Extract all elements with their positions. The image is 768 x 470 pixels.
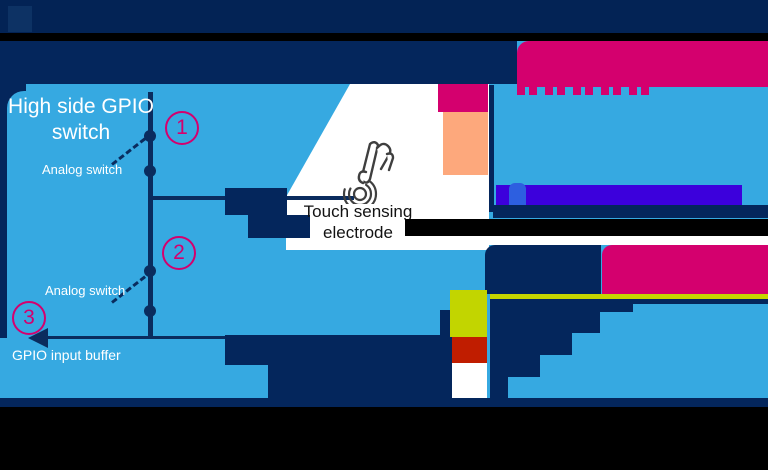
gpio-input-line (44, 336, 226, 339)
waveform-tooth (585, 87, 593, 95)
threshold-yellow-line (490, 294, 768, 299)
waveform-tooth (545, 87, 553, 95)
staircase-step (490, 299, 508, 398)
marker-1: 1 (165, 111, 199, 145)
waveform-blue-bump (509, 183, 526, 205)
step-block (248, 215, 310, 238)
switch-contact-dot (144, 130, 156, 142)
waveform-tooth (613, 87, 621, 95)
waveform-violet-band (496, 185, 742, 205)
touch-hand-icon (342, 141, 395, 204)
marker-2: 2 (162, 236, 196, 270)
analog-switch-label-top: Analog switch (42, 162, 123, 177)
top-navy-band (0, 41, 517, 84)
chart-white-strip (475, 236, 768, 245)
header-black-strip (0, 33, 768, 41)
switch-contact-dot (144, 265, 156, 277)
panel-title-line2: switch (51, 121, 111, 144)
waveform-magenta-segment (438, 83, 488, 112)
header-bar (0, 0, 768, 33)
threshold-red-bar (452, 337, 487, 363)
staircase-step (600, 299, 633, 312)
white-patch (452, 363, 487, 398)
waveform-orange-segment (443, 112, 488, 175)
staircase-step (633, 299, 768, 304)
vdd-magenta-band (517, 41, 768, 87)
waveform-tooth (557, 87, 565, 95)
chart-axis-horizontal (493, 205, 768, 218)
bottom-navy-block (225, 335, 268, 365)
analog-switch-label-bottom: Analog switch (45, 283, 126, 298)
electrode-label: Touch sensing electrode (288, 201, 428, 243)
switch-contact-dot (144, 305, 156, 317)
waveform-tooth (529, 87, 537, 95)
waveform-tooth (641, 87, 649, 95)
panel-title-line1: High side GPIO (8, 95, 154, 118)
curtain-magenta-block (602, 245, 768, 294)
gpio-box-left-border (0, 108, 7, 338)
chart-axis-vertical (489, 85, 494, 212)
bottom-navy-block (268, 335, 452, 400)
electrode-label-line1: Touch sensing (303, 202, 413, 221)
step-block (225, 188, 287, 215)
gpio-box-corner-inner (7, 91, 26, 110)
waveform-tooth (629, 87, 637, 95)
vertical-wire (148, 92, 153, 338)
gpio-input-buffer-label: GPIO input buffer (12, 347, 121, 363)
panel-title: High side GPIO switch (8, 94, 154, 146)
waveform-tooth (517, 87, 525, 95)
electrode-label-line2: electrode (323, 223, 393, 242)
switch-contact-dot (144, 165, 156, 177)
waveform-tooth (573, 87, 581, 95)
waveform-tooth (601, 87, 609, 95)
bottom-navy-strip (0, 398, 768, 407)
staircase-step (540, 299, 572, 355)
bottom-navy-block (440, 310, 452, 400)
staircase-step (572, 299, 600, 333)
curtain-navy-block (485, 245, 601, 294)
bottom-black-band (0, 407, 768, 470)
staircase-step (508, 299, 540, 377)
header-logo-fragment (8, 6, 32, 32)
marker-3: 3 (12, 301, 46, 335)
electrode-signal-black-band (405, 219, 768, 236)
threshold-yellow-bar (450, 290, 487, 337)
